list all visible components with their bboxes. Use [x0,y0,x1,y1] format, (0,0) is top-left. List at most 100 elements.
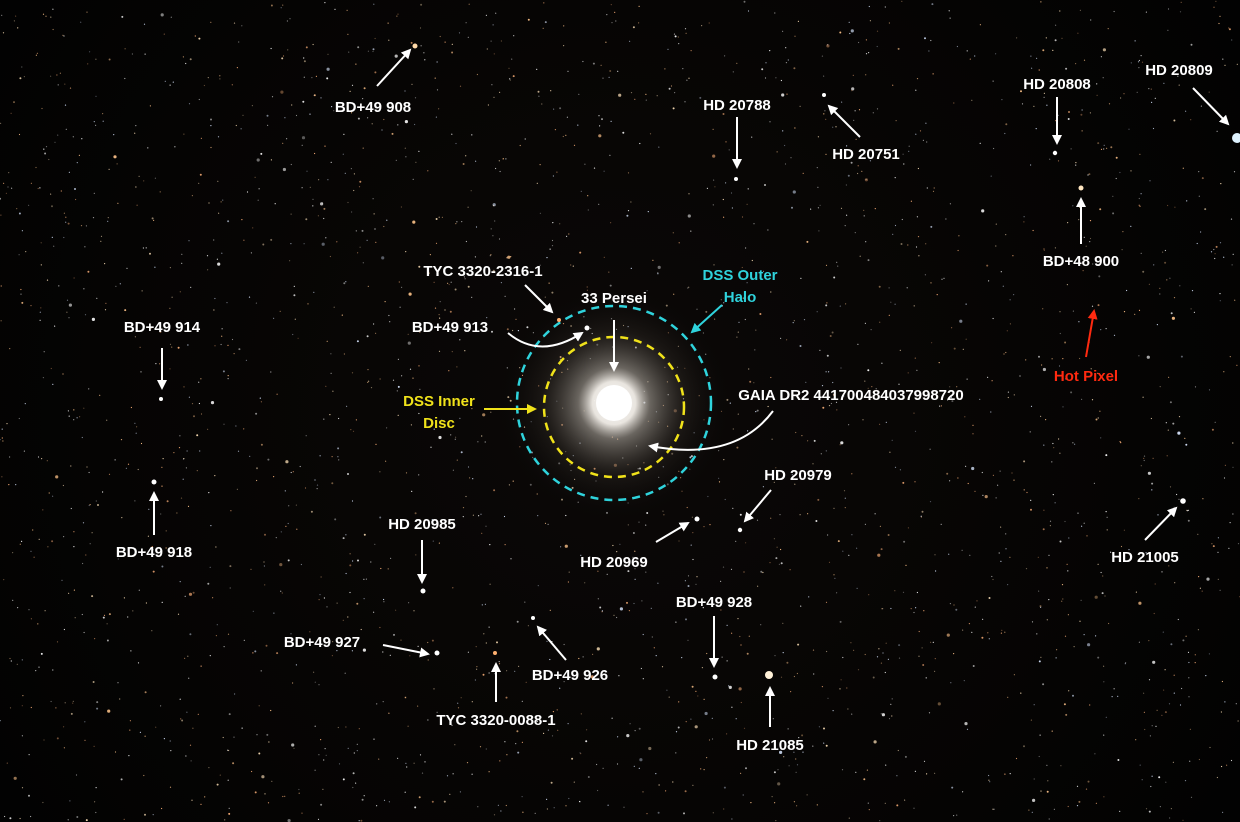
background-star [1080,599,1082,602]
background-star [979,398,981,400]
background-star [1211,543,1213,545]
background-star [290,163,292,166]
background-star [945,218,947,220]
background-star [419,388,421,390]
background-star [832,710,834,712]
background-star [9,817,12,820]
background-star [249,455,251,457]
background-star [1237,543,1240,545]
background-star [1208,653,1210,655]
background-star [63,747,65,749]
background-star [198,402,200,405]
background-star [42,377,45,379]
background-star [1187,509,1190,511]
background-star [955,608,958,611]
background-star [982,494,984,496]
background-star [84,314,87,316]
background-star [87,63,89,65]
background-star [424,761,426,763]
background-star [812,745,814,747]
background-star [1149,735,1151,737]
background-star [256,734,258,736]
background-star [477,806,479,808]
background-star [522,811,524,813]
background-star [923,610,925,612]
background-star [102,491,104,493]
background-star [254,176,256,178]
background-star [418,265,421,268]
background-star [208,202,210,204]
background-star [316,488,318,490]
background-star [1142,270,1145,273]
background-star [161,466,163,468]
background-star [296,639,298,641]
background-star [270,709,272,712]
background-star [383,118,385,121]
background-star [966,728,969,730]
background-star [524,138,526,140]
background-star [138,175,140,177]
background-star [1113,10,1115,13]
background-star [288,505,290,507]
background-star [743,102,745,104]
star [1180,498,1186,504]
background-star [706,652,708,655]
background-star [85,819,88,822]
background-star [383,598,385,601]
background-star [1165,422,1167,424]
background-star [890,301,892,303]
background-star [852,74,854,76]
background-star [327,53,329,55]
background-star [438,435,442,440]
background-star [859,255,861,257]
background-star [884,671,886,674]
background-star [170,16,172,18]
background-star [313,94,316,97]
background-star [312,205,314,207]
background-star [89,504,91,506]
background-star [1001,99,1003,101]
background-star [634,550,636,552]
background-star [825,264,828,266]
background-star [1100,56,1102,58]
background-star [786,661,789,664]
background-star [1105,511,1107,513]
background-star [851,87,855,91]
background-star [1061,584,1064,586]
background-star [171,346,173,348]
background-star [557,729,559,731]
background-star [869,20,872,22]
background-star [235,425,237,427]
background-star [639,142,641,145]
background-star [732,507,734,509]
background-star [1083,634,1085,636]
background-star [419,331,421,333]
background-star [630,92,633,94]
background-star [191,799,193,801]
background-star [1076,805,1079,807]
background-star [737,618,739,620]
background-star [433,281,435,283]
background-star [807,440,809,442]
background-star [936,294,938,296]
background-star [774,655,776,657]
background-star [1237,720,1239,722]
background-star [527,625,530,627]
background-star [495,12,497,14]
background-star [360,628,362,631]
background-star [632,26,635,29]
background-star [1066,563,1068,566]
background-star [1023,460,1026,463]
background-star [703,526,705,528]
background-star [192,727,194,729]
background-star [404,791,406,793]
background-star [953,653,955,655]
background-star [816,167,818,169]
background-star [627,524,629,526]
background-star [185,62,187,65]
background-star [417,705,419,707]
background-star [888,287,890,289]
background-star [349,564,352,567]
background-star [251,105,253,107]
background-star [227,633,230,635]
